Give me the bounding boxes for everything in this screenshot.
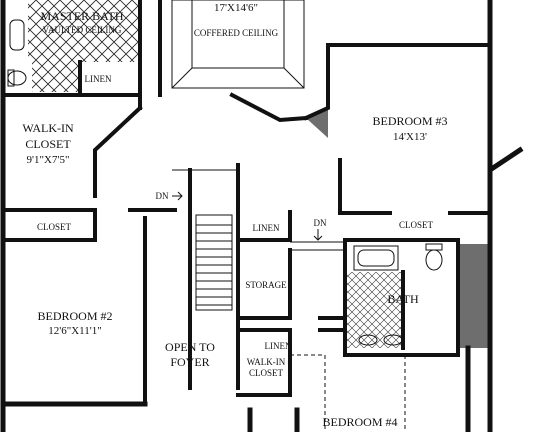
bedroom3-dims-label: 14'X13'	[393, 131, 427, 143]
master-bath-tile-floor	[28, 0, 140, 62]
coffered-ceiling-label: COFFERED CEILING	[194, 28, 279, 38]
exterior-walls	[0, 0, 524, 432]
bedroom4-label: BEDROOM #4	[322, 415, 397, 429]
bedroom2-label: BEDROOM #2	[37, 309, 112, 323]
room-labels: MASTER BATH VAULTED CEILING 17'X14'6" CO…	[22, 2, 447, 429]
linen-label-3: LINEN	[265, 341, 292, 351]
closet-left-label: CLOSET	[37, 222, 72, 232]
master-dims-label: 17'X14'6"	[214, 2, 258, 14]
dn-label-2: DN	[314, 218, 327, 228]
bedroom3-label: BEDROOM #3	[372, 114, 447, 128]
shaft-dark-fill	[458, 244, 488, 348]
walkin-label-2: WALK-IN	[247, 357, 286, 367]
open-to-label: OPEN TO	[165, 340, 215, 354]
linen-label-2: LINEN	[253, 223, 280, 233]
foyer-label: FOYER	[170, 355, 209, 369]
master-bath-tile-floor-lower	[32, 62, 80, 92]
vaulted-ceiling-label: VAULTED CEILING	[43, 25, 122, 35]
walkin-dims-label-1: 9'1"X7'5"	[27, 154, 70, 166]
storage-label: STORAGE	[245, 280, 287, 290]
closet-right-label: CLOSET	[399, 220, 434, 230]
dashed-lines	[237, 170, 406, 432]
walkin-label-1: WALK-IN	[22, 121, 74, 135]
walkin-closet-label-2: CLOSET	[249, 368, 284, 378]
dn-label-1: DN	[156, 191, 169, 201]
bedroom2-dims-label: 12'6"X11'1"	[48, 325, 101, 337]
bath-label: BATH	[387, 292, 419, 306]
walkin-closet-label-1: CLOSET	[25, 137, 71, 151]
interior-walls	[1, 0, 492, 406]
linen-label-1: LINEN	[85, 74, 112, 84]
master-bath-label: MASTER BATH	[40, 9, 123, 23]
detail-lines	[7, 0, 443, 346]
